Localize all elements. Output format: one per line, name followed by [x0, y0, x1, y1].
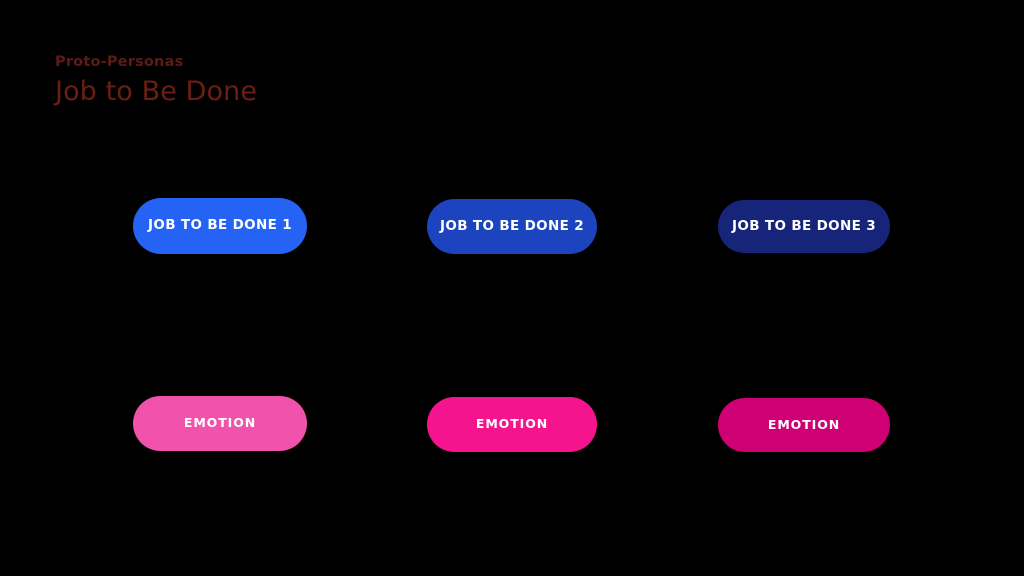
job-to-be-done-pill-2[interactable]: JOB TO BE DONE 2: [427, 199, 597, 254]
emotion-pill-1[interactable]: EMOTION: [133, 396, 307, 451]
job-to-be-done-pill-1-label: JOB TO BE DONE 1: [148, 217, 292, 234]
emotion-pill-2-label: EMOTION: [475, 416, 549, 432]
emotion-pill-2[interactable]: EMOTION: [427, 397, 597, 452]
emotion-pill-1-label: EMOTION: [183, 415, 257, 431]
emotion-pill-3[interactable]: EMOTION: [718, 398, 890, 452]
job-to-be-done-pill-3-label: JOB TO BE DONE 3: [732, 217, 876, 234]
heading-block: Proto-Personas Job to Be Done: [55, 54, 575, 107]
job-to-be-done-pill-3[interactable]: JOB TO BE DONE 3: [718, 200, 890, 253]
eyebrow-label: Proto-Personas: [55, 54, 184, 70]
job-to-be-done-pill-1[interactable]: JOB TO BE DONE 1: [133, 198, 307, 254]
job-to-be-done-pill-2-label: JOB TO BE DONE 2: [440, 217, 584, 234]
page-title: Job to Be Done: [55, 76, 258, 108]
emotion-pill-3-label: EMOTION: [767, 416, 841, 432]
